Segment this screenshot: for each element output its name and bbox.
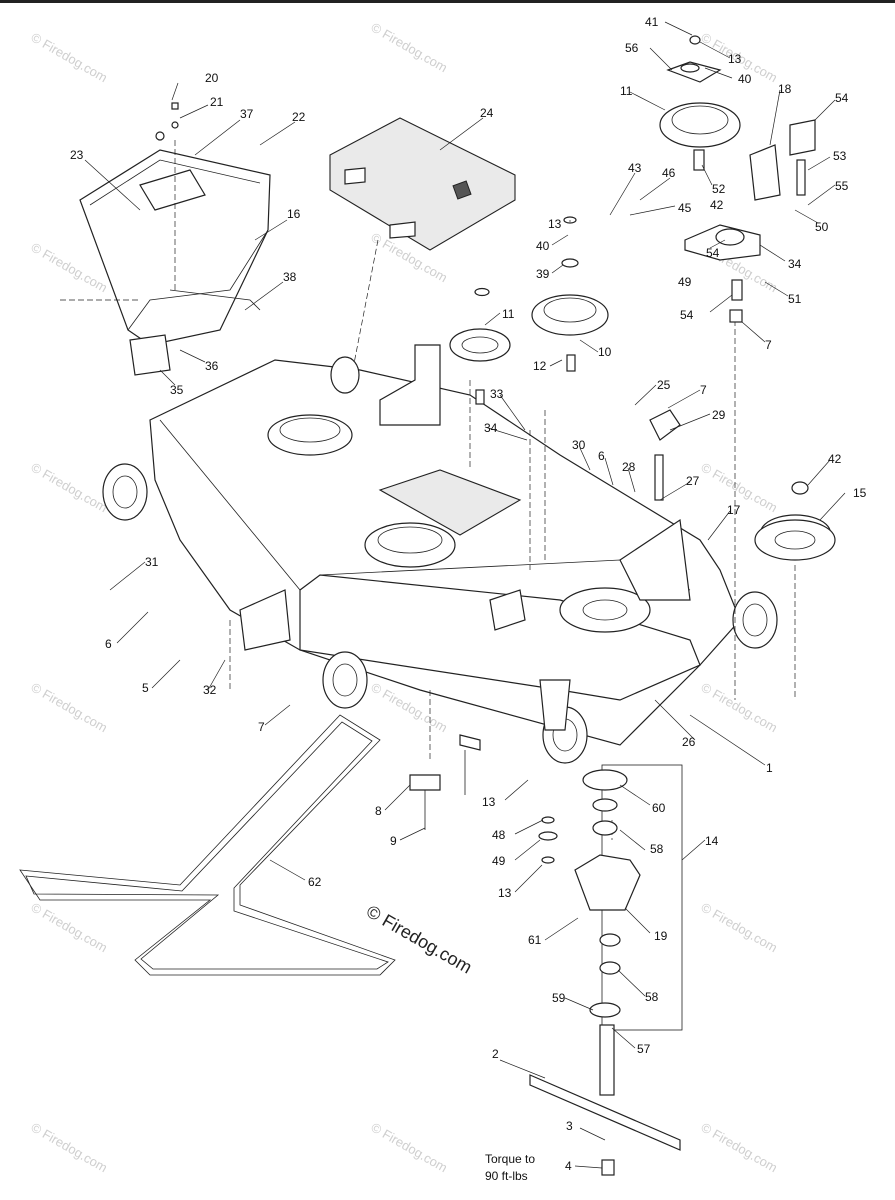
callout-label: 7 — [765, 338, 772, 352]
callout-label: 32 — [203, 683, 217, 697]
callout-label: 13 — [548, 217, 562, 231]
callout-label: 46 — [662, 166, 676, 180]
callout-label: 49 — [492, 854, 506, 868]
torque-note-line-1: Torque to — [485, 1152, 535, 1166]
watermark: © Firedog.com — [29, 460, 111, 516]
callout-label: 24 — [480, 106, 494, 120]
top-border — [0, 0, 895, 3]
callout-label: 4 — [565, 1159, 572, 1173]
callout-label: 49 — [678, 275, 692, 289]
drive-belt — [19, 714, 396, 976]
callout-label: 59 — [552, 991, 566, 1005]
callout-label: 54 — [680, 308, 694, 322]
callout-label: 22 — [292, 110, 306, 124]
watermark: © Firedog.com — [699, 1120, 781, 1176]
torque-note-line-2: 90 ft-lbs — [485, 1169, 528, 1183]
callout-label: 54 — [835, 91, 849, 105]
deck-cover — [329, 117, 516, 411]
spindle-assembly — [409, 734, 683, 1176]
callout-label: 53 — [833, 149, 847, 163]
callout-label: 60 — [652, 801, 666, 815]
leader-lines — [84, 21, 846, 1169]
callout-label: 36 — [205, 359, 219, 373]
watermark: © Firedog.com — [29, 680, 111, 736]
callout-label: 48 — [492, 828, 506, 842]
watermark: © Firedog.com — [369, 1120, 451, 1176]
callout-label: 9 — [390, 834, 397, 848]
callout-label: 18 — [778, 82, 792, 96]
callout-label: 40 — [738, 72, 752, 86]
callout-label: 42 — [710, 198, 724, 212]
callout-label: 57 — [637, 1042, 651, 1056]
watermark: © Firedog.com — [699, 900, 781, 956]
idler-pulleys — [379, 216, 609, 426]
watermark: © Firedog.com — [699, 680, 781, 736]
callout-label: 11 — [502, 307, 515, 321]
callout-label: 38 — [283, 270, 297, 284]
callout-label: 8 — [375, 804, 382, 818]
callout-label: 43 — [628, 161, 642, 175]
callout-label: 7 — [700, 383, 707, 397]
callout-labels: 20 21 37 22 23 24 16 38 36 35 41 13 56 4… — [70, 15, 867, 1173]
callout-label: 19 — [654, 929, 668, 943]
watermark: © Firedog.com — [369, 20, 451, 76]
callout-label: 34 — [788, 257, 802, 271]
watermark: © Firedog.com — [29, 900, 111, 956]
callout-label: 55 — [835, 179, 849, 193]
callout-label: 28 — [622, 460, 636, 474]
callout-label: 39 — [536, 267, 550, 281]
callout-label: 12 — [533, 359, 547, 373]
callout-label: 58 — [650, 842, 664, 856]
callout-label: 52 — [712, 182, 726, 196]
callout-label: 56 — [625, 41, 639, 55]
callout-label: 58 — [645, 990, 659, 1004]
callout-label: 27 — [686, 474, 700, 488]
callout-label: 37 — [240, 107, 254, 121]
callout-label: 23 — [70, 148, 84, 162]
callout-label: 41 — [645, 15, 659, 29]
callout-label: 14 — [705, 834, 719, 848]
callout-label: 40 — [536, 239, 550, 253]
callout-label: 20 — [205, 71, 219, 85]
watermark: © Firedog.com — [29, 1120, 111, 1176]
watermark: © Firedog.com — [29, 30, 111, 86]
callout-label: 54 — [706, 246, 720, 260]
callout-label: 30 — [572, 438, 586, 452]
callout-label: 42 — [828, 452, 842, 466]
callout-label: 61 — [528, 933, 542, 947]
discharge-chute — [60, 102, 271, 376]
callout-label: 13 — [498, 886, 512, 900]
callout-label: 62 — [308, 875, 322, 889]
callout-label: 17 — [727, 503, 741, 517]
callout-label: 13 — [728, 52, 742, 66]
callout-label: 3 — [566, 1119, 573, 1133]
callout-label: 51 — [788, 292, 802, 306]
callout-label: 34 — [484, 421, 498, 435]
callout-label: 13 — [482, 795, 496, 809]
center-watermark: © Firedog.com — [363, 901, 475, 977]
callout-label: 6 — [105, 637, 112, 651]
callout-label: 15 — [853, 486, 867, 500]
callout-label: 35 — [170, 383, 184, 397]
belt-tensioner-assembly — [649, 35, 836, 561]
callout-label: 11 — [620, 84, 633, 98]
callout-label: 16 — [287, 207, 301, 221]
callout-label: 21 — [210, 95, 224, 109]
mower-deck — [102, 320, 796, 840]
callout-label: 50 — [815, 220, 829, 234]
callout-label: 45 — [678, 201, 692, 215]
callout-label: 29 — [712, 408, 726, 422]
callout-label: 1 — [766, 761, 773, 775]
callout-label: 5 — [142, 681, 149, 695]
callout-label: 10 — [598, 345, 612, 359]
callout-label: 25 — [657, 378, 671, 392]
callout-label: 2 — [492, 1047, 499, 1061]
callout-label: 7 — [258, 720, 265, 734]
callout-label: 33 — [490, 387, 504, 401]
callout-label: 26 — [682, 735, 696, 749]
callout-label: 31 — [145, 555, 159, 569]
callout-label: 6 — [598, 449, 605, 463]
